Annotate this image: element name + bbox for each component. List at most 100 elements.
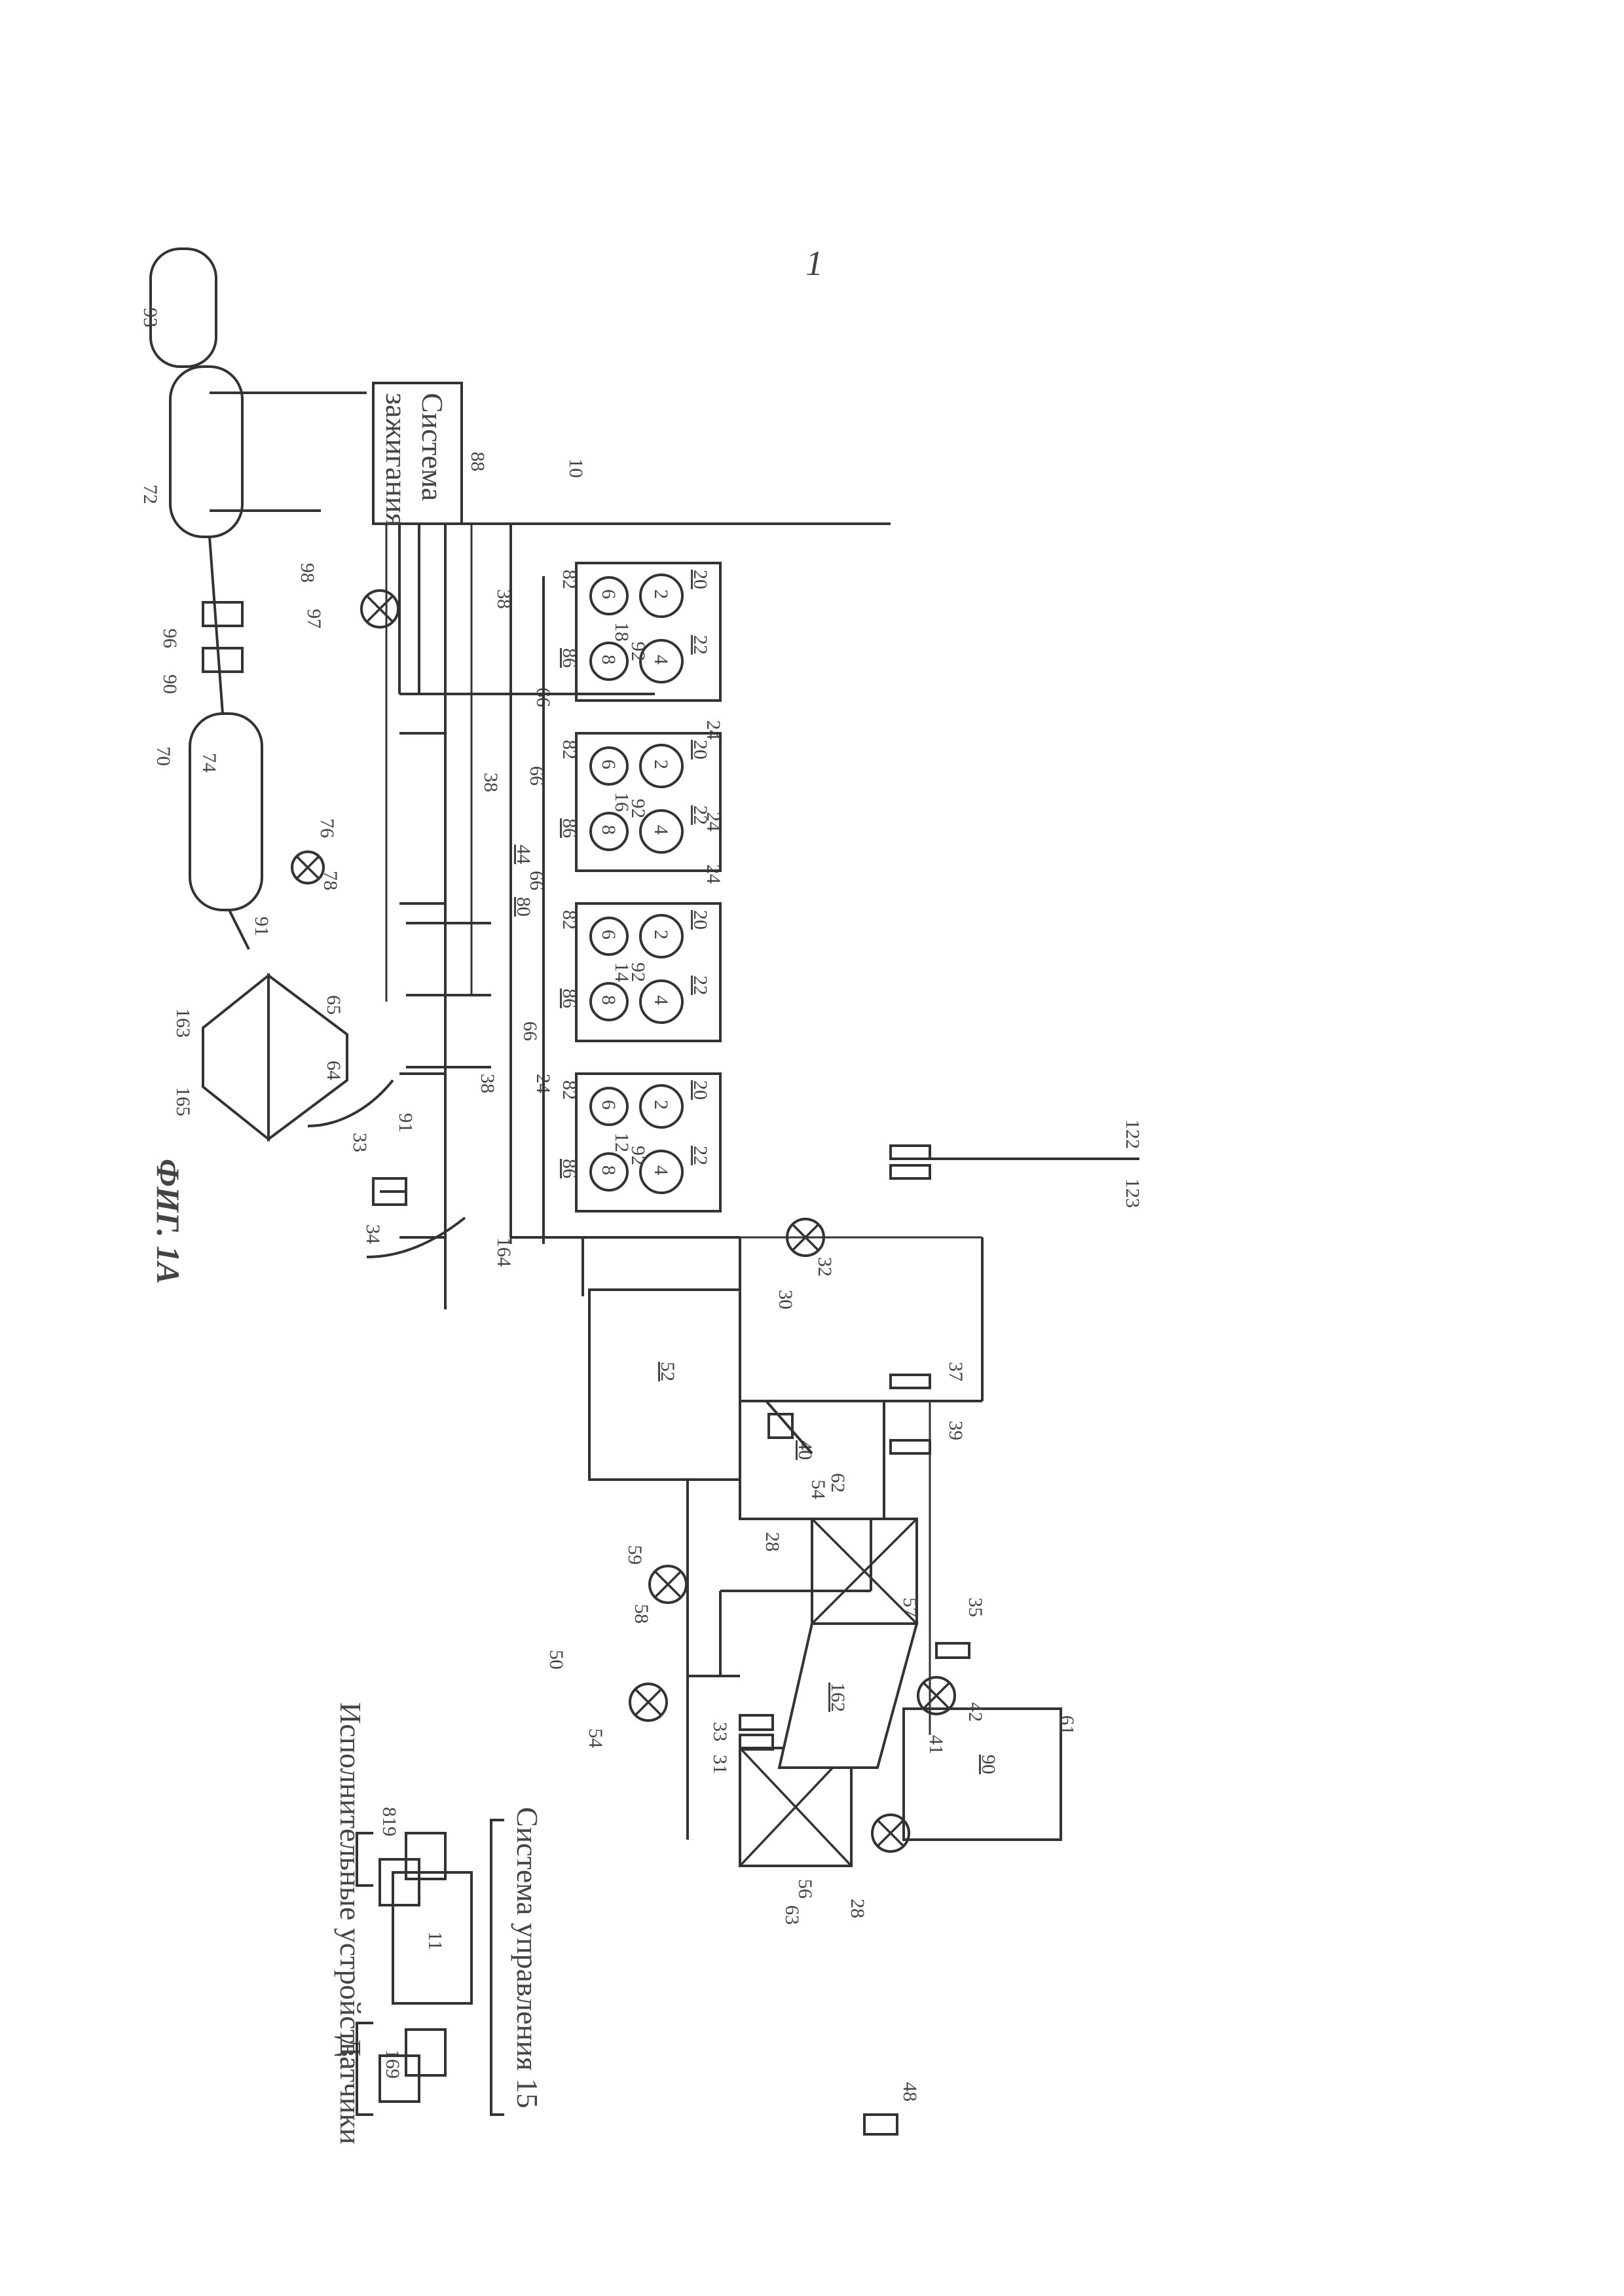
svg-text:88: 88 bbox=[467, 452, 489, 471]
svg-text:91: 91 bbox=[251, 917, 272, 936]
svg-text:92: 92 bbox=[627, 962, 649, 982]
svg-text:37: 37 bbox=[945, 1362, 967, 1381]
svg-text:91: 91 bbox=[395, 1113, 416, 1133]
cylinder-bank-18: 2 4 6 8 18 20 22 82 86 24 92 66 38 10 bbox=[493, 458, 724, 740]
svg-text:86: 86 bbox=[559, 989, 580, 1008]
svg-text:169: 169 bbox=[382, 2049, 403, 2079]
svg-text:2: 2 bbox=[650, 759, 672, 769]
svg-text:38: 38 bbox=[480, 773, 502, 792]
exhaust-headers: 34 33 bbox=[349, 576, 544, 1309]
svg-text:82: 82 bbox=[559, 1080, 580, 1100]
svg-text:4: 4 bbox=[650, 655, 672, 665]
svg-text:35: 35 bbox=[965, 1597, 986, 1617]
svg-text:54: 54 bbox=[585, 1728, 606, 1748]
svg-text:42: 42 bbox=[965, 1702, 986, 1722]
svg-text:зажигания: зажигания bbox=[380, 393, 413, 527]
svg-text:38: 38 bbox=[477, 1074, 498, 1093]
svg-text:80: 80 bbox=[513, 897, 534, 917]
svg-text:22: 22 bbox=[690, 975, 711, 995]
figure-label: ФИГ. 1А bbox=[150, 1159, 187, 1284]
sheet-number: 1 bbox=[805, 244, 823, 283]
svg-text:66: 66 bbox=[519, 1021, 541, 1041]
svg-text:61: 61 bbox=[1056, 1715, 1078, 1735]
svg-text:50: 50 bbox=[545, 1650, 567, 1669]
svg-text:20: 20 bbox=[690, 910, 711, 930]
svg-text:2: 2 bbox=[650, 930, 672, 939]
svg-text:24: 24 bbox=[703, 812, 724, 831]
svg-text:164: 164 bbox=[493, 1237, 515, 1267]
svg-text:819: 819 bbox=[378, 1807, 400, 1836]
svg-text:54: 54 bbox=[807, 1480, 829, 1499]
svg-text:58: 58 bbox=[631, 1604, 652, 1624]
svg-text:62: 62 bbox=[827, 1473, 849, 1493]
svg-text:82: 82 bbox=[559, 570, 580, 589]
svg-text:48: 48 bbox=[899, 2082, 921, 2102]
svg-text:82: 82 bbox=[559, 910, 580, 930]
svg-text:32: 32 bbox=[814, 1257, 836, 1277]
svg-text:96: 96 bbox=[159, 629, 181, 648]
svg-text:165: 165 bbox=[172, 1087, 194, 1116]
svg-text:28: 28 bbox=[762, 1532, 783, 1552]
svg-text:64: 64 bbox=[323, 1061, 344, 1080]
svg-text:28: 28 bbox=[847, 1899, 868, 1918]
svg-text:76: 76 bbox=[316, 818, 338, 838]
svg-text:2: 2 bbox=[650, 1100, 672, 1110]
svg-text:6: 6 bbox=[598, 930, 619, 939]
svg-text:24: 24 bbox=[703, 720, 724, 740]
svg-text:92: 92 bbox=[627, 642, 649, 661]
svg-text:86: 86 bbox=[559, 648, 580, 668]
svg-text:20: 20 bbox=[690, 740, 711, 759]
svg-text:98: 98 bbox=[297, 563, 318, 583]
svg-text:11: 11 bbox=[424, 1931, 446, 1950]
svg-text:10: 10 bbox=[565, 458, 587, 478]
svg-text:44: 44 bbox=[513, 845, 534, 864]
svg-text:8: 8 bbox=[598, 655, 619, 665]
svg-text:20: 20 bbox=[690, 1080, 711, 1100]
svg-text:4: 4 bbox=[650, 995, 672, 1005]
svg-text:92: 92 bbox=[627, 799, 649, 818]
svg-text:18: 18 bbox=[611, 622, 633, 642]
svg-text:70: 70 bbox=[153, 746, 174, 766]
control-system-block: Система управления 15 11 169 Датчики 819… bbox=[334, 1702, 544, 2144]
svg-text:4: 4 bbox=[650, 825, 672, 835]
cylinder-bank-12: 2 4 6 8 12 20 22 82 86 24 92 66 38 bbox=[477, 1021, 720, 1211]
aftertreatment: 70 72 93 96 90 74 76 78 98 97 bbox=[139, 249, 398, 949]
svg-text:56: 56 bbox=[794, 1879, 816, 1899]
svg-text:8: 8 bbox=[598, 825, 619, 835]
svg-text:123: 123 bbox=[1122, 1178, 1143, 1208]
svg-text:31: 31 bbox=[709, 1755, 731, 1774]
svg-text:33: 33 bbox=[349, 1133, 371, 1152]
svg-text:90: 90 bbox=[159, 674, 181, 694]
svg-text:78: 78 bbox=[320, 871, 341, 890]
turbocharger: 165 163 64 65 91 91 164 bbox=[172, 917, 515, 1267]
svg-text:86: 86 bbox=[559, 818, 580, 838]
svg-text:22: 22 bbox=[690, 635, 711, 655]
svg-text:6: 6 bbox=[598, 589, 619, 599]
svg-text:6: 6 bbox=[598, 1100, 619, 1110]
svg-text:8: 8 bbox=[598, 995, 619, 1005]
svg-text:Система управления 15: Система управления 15 bbox=[511, 1807, 544, 2108]
svg-text:82: 82 bbox=[559, 740, 580, 759]
svg-text:65: 65 bbox=[323, 995, 344, 1015]
svg-text:162: 162 bbox=[827, 1683, 849, 1712]
intake-components: 90 162 40 52 bbox=[545, 1120, 1143, 2134]
svg-text:40: 40 bbox=[794, 1440, 816, 1460]
svg-text:57: 57 bbox=[899, 1597, 921, 1617]
svg-text:90: 90 bbox=[978, 1755, 999, 1774]
svg-text:63: 63 bbox=[781, 1905, 803, 1925]
svg-text:163: 163 bbox=[172, 1008, 194, 1038]
engine-schematic: Система зажигания 88 44 bbox=[139, 249, 1143, 2144]
svg-text:92: 92 bbox=[627, 1146, 649, 1165]
svg-text:22: 22 bbox=[690, 1146, 711, 1165]
intake-manifold: 44 bbox=[386, 524, 583, 1296]
svg-text:93: 93 bbox=[139, 308, 161, 327]
svg-text:39: 39 bbox=[945, 1421, 967, 1440]
svg-text:33: 33 bbox=[709, 1722, 731, 1741]
svg-text:8: 8 bbox=[598, 1165, 619, 1175]
svg-text:Система: Система bbox=[416, 393, 449, 501]
svg-text:41: 41 bbox=[925, 1735, 947, 1755]
svg-text:59: 59 bbox=[624, 1545, 646, 1565]
svg-text:34: 34 bbox=[362, 1224, 384, 1244]
svg-text:122: 122 bbox=[1122, 1120, 1143, 1149]
